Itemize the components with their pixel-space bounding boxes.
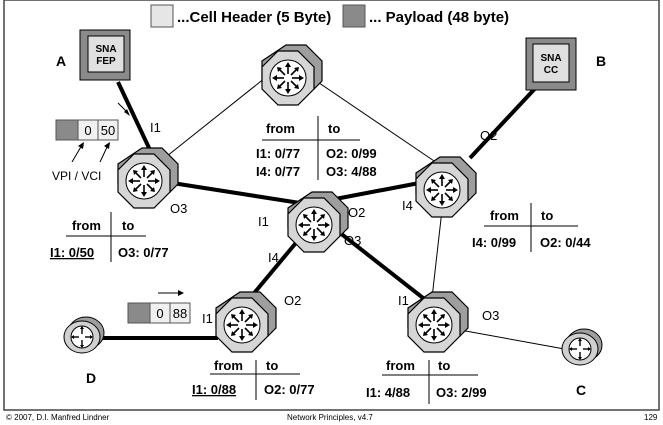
node-b-sna-cc: SNA CC	[525, 37, 577, 91]
t-s1-from-0: I1: 0/50	[50, 245, 94, 260]
t-s5-to-0: O3: 2/99	[436, 385, 487, 400]
t-s1-to-header: to	[122, 218, 134, 233]
t-s4-from-0: I1: 0/88	[192, 382, 236, 397]
node-a-box-line1: SNA	[95, 44, 116, 55]
s1-port-o3: O3	[170, 201, 187, 216]
node-a-letter: A	[56, 53, 66, 69]
s5-port-o3: O3	[482, 308, 499, 323]
t-s1-from-header: from	[72, 218, 101, 233]
link-s2-s5	[328, 223, 434, 307]
legend-header-swatch	[150, 4, 174, 28]
footer-title: Network Principles, v4.7	[287, 413, 373, 422]
s4-port-o2: O2	[284, 293, 301, 308]
link-thin-top-s3	[299, 69, 441, 166]
legend-header-label: ...Cell Header (5 Byte)	[177, 9, 331, 26]
link-thin-s1-top	[151, 69, 276, 169]
cell2-vci: 88	[173, 306, 187, 321]
cell-direction-arrow-1	[117, 102, 130, 116]
t-s4-from-header: from	[214, 358, 243, 373]
switching-table-s5: from to I1: 4/88 O3: 2/99	[366, 358, 487, 404]
vpi-vci-label: VPI / VCI	[52, 169, 101, 183]
s4-port-i1: I1	[202, 311, 213, 326]
footer-copyright: © 2007, D.I. Manfred Lindner	[6, 413, 110, 422]
t-top-from-0: I1: 0/77	[256, 146, 300, 161]
cell1-vpi: 0	[84, 123, 91, 138]
link-a-s1	[116, 81, 152, 151]
link-s1-s2	[165, 180, 301, 205]
legend: ...Cell Header (5 Byte) ... Payload (48 …	[150, 4, 509, 28]
s2-port-o3: O3	[344, 233, 361, 248]
t-s3-from-header: from	[490, 208, 519, 223]
node-b-box-line2: CC	[544, 65, 558, 76]
link-s2-s4	[248, 236, 302, 300]
link-s3-b	[468, 78, 545, 160]
vpi-vci-pointers	[71, 142, 110, 163]
node-c-letter: C	[576, 382, 586, 398]
switching-table-s4: from to I1: 0/88 O2: 0/77	[192, 358, 315, 400]
t-s4-to-header: to	[266, 358, 278, 373]
t-s3-from-0: I4: 0/99	[472, 235, 516, 250]
switching-table-s3: from to I4: 0/99 O2: 0/44	[472, 203, 591, 252]
t-top-to-1: O3: 4/88	[326, 164, 377, 179]
link-s5-c	[459, 329, 571, 351]
node-d-letter: D	[86, 370, 96, 386]
switching-table-top: from to I1: 0/77 I4: 0/77 O2: 0/99 O3: 4…	[256, 116, 377, 180]
legend-payload-label: ... Payload (48 byte)	[369, 9, 509, 26]
s3-port-i4: I4	[402, 198, 413, 213]
cell2-vpi: 0	[156, 306, 163, 321]
t-top-from-1: I4: 0/77	[256, 164, 300, 179]
footer-page-number: 129	[644, 413, 658, 422]
t-s5-to-header: to	[438, 358, 450, 373]
t-s5-from-0: I1: 4/88	[366, 385, 410, 400]
atm-cell-2: 0 88	[127, 302, 191, 324]
s2-port-i4: I4	[268, 250, 279, 265]
s1-port-i1: I1	[150, 120, 161, 135]
node-a-sna-fep: SNA FEP	[79, 29, 131, 81]
t-s3-to-header: to	[541, 208, 553, 223]
s2-port-o2: O2	[348, 205, 365, 220]
node-a-box-line2: FEP	[96, 56, 116, 67]
t-top-to-header: to	[328, 121, 340, 136]
t-top-to-0: O2: 0/99	[326, 146, 377, 161]
t-top-from-header: from	[266, 121, 295, 136]
t-s1-to-0: O3: 0/77	[118, 245, 169, 260]
atm-cell-1: 0 50	[55, 119, 119, 141]
s2-port-i1: I1	[258, 214, 269, 229]
node-b-letter: B	[596, 53, 606, 69]
cell-direction-arrow-2	[158, 290, 184, 296]
s5-port-i1: I1	[398, 293, 409, 308]
s3-port-o2: O2	[480, 128, 497, 143]
t-s4-to-0: O2: 0/77	[264, 382, 315, 397]
link-thin-s3-s5	[431, 209, 443, 299]
node-b-box-line1: SNA	[540, 53, 561, 64]
t-s5-from-header: from	[386, 358, 415, 373]
legend-payload-swatch	[342, 4, 366, 28]
switching-table-s1: from to I1: 0/50 O3: 0/77	[50, 212, 169, 262]
cell1-vci: 50	[101, 123, 115, 138]
t-s3-to-0: O2: 0/44	[540, 235, 591, 250]
